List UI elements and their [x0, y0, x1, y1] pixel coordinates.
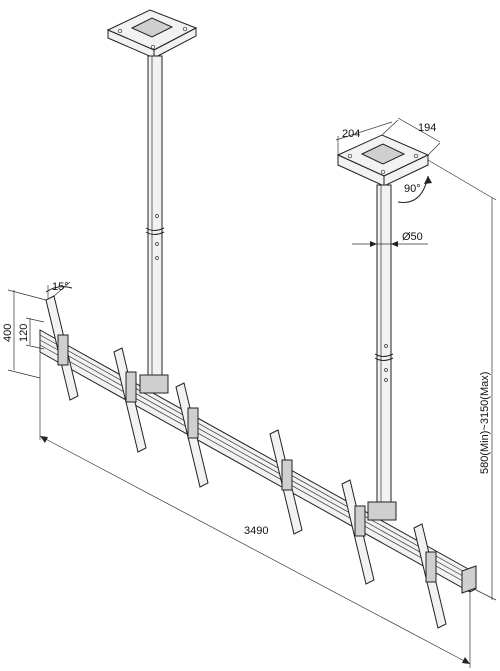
- label-204: 204: [342, 128, 360, 140]
- label-90-degrees: 90°: [404, 183, 421, 195]
- rail-connectors: [139, 374, 397, 521]
- label-pole-length: 580(Min)~3150(Max): [479, 372, 491, 474]
- dimension-pole-diameter: Ø50: [352, 231, 428, 247]
- label-pole-diameter: Ø50: [402, 231, 423, 243]
- left-pole: [145, 55, 165, 387]
- right-ceiling-plate: [336, 134, 430, 187]
- display-bracket: [113, 347, 147, 453]
- dimension-total-length: 3490: [39, 353, 471, 668]
- dimension-pole-length: 580(Min)~3150(Max): [427, 159, 497, 601]
- display-brackets: [45, 295, 447, 629]
- left-ceiling-plate: [106, 9, 198, 59]
- display-bracket: [175, 382, 209, 488]
- dimension-height-adjust: 120: [18, 317, 45, 350]
- horizontal-rail: [39, 329, 477, 594]
- right-pole: [374, 184, 394, 516]
- display-bracket: [413, 523, 447, 629]
- display-bracket: [45, 295, 79, 401]
- label-400: 400: [2, 324, 14, 342]
- label-15-degrees: 15°: [52, 281, 69, 293]
- label-120: 120: [18, 324, 30, 342]
- label-3490: 3490: [244, 525, 268, 537]
- dimension-tilt-angle: 15°: [45, 281, 73, 298]
- dimension-display-height: 400: [2, 289, 47, 379]
- display-bracket: [341, 479, 375, 585]
- dimension-top-plate-depth: 194: [397, 117, 441, 156]
- display-bracket: [269, 429, 303, 535]
- label-194: 194: [418, 122, 436, 134]
- dimension-top-plate-width: 204: [335, 119, 399, 155]
- dimension-rotation: 90°: [397, 175, 432, 203]
